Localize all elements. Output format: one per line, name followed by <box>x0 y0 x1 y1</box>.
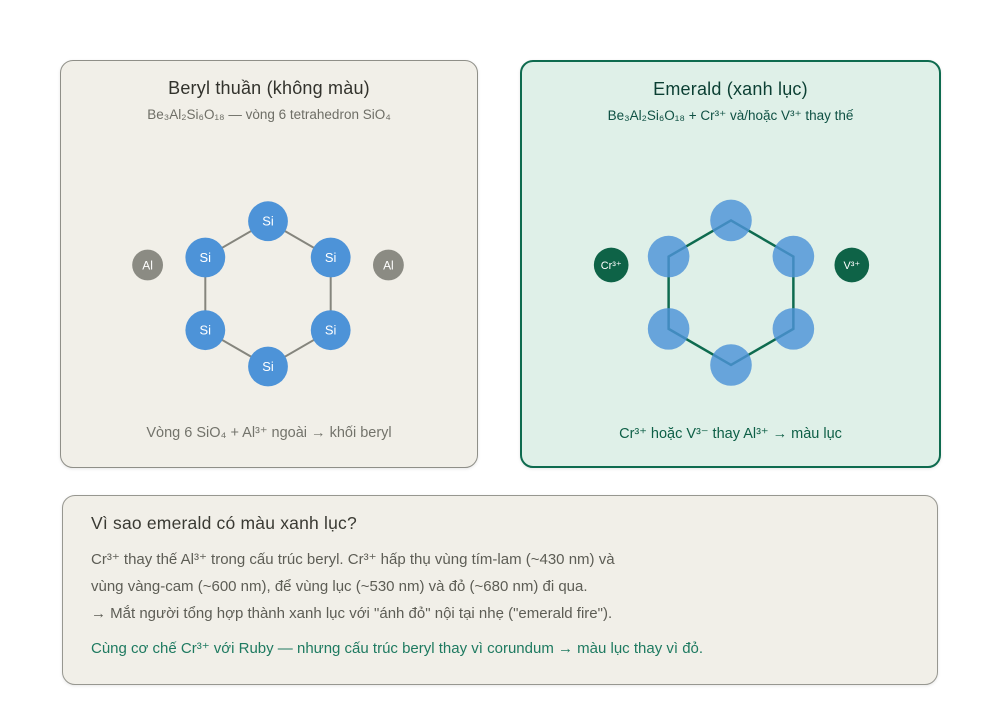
explainer-highlight: Cùng cơ chế Cr³⁺ với Ruby — nhưng cấu tr… <box>91 640 704 657</box>
si-ring-bonds <box>204 220 332 368</box>
si-atom: Si <box>185 310 226 351</box>
panel-emerald-subtitle: Be₃Al₂Si₆O₁₈ + Cr³⁺ và/hoặc V³⁺ thay thế <box>607 108 854 123</box>
explainer-body: Cr³⁺ thay thế Al³⁺ trong cấu trúc beryl.… <box>63 546 937 627</box>
si-atom: Si <box>248 346 288 387</box>
explainer-line: vùng vàng-cam (~600 nm), để vùng lục (~5… <box>91 578 588 595</box>
panel-beryl-caption: Vòng 6 SiO₄ + Al³⁺ ngoài → khối beryl <box>146 425 392 441</box>
si-atom <box>772 235 815 278</box>
panel-emerald: Emerald (xanh lục) Be₃Al₂Si₆O₁₈ + Cr³⁺ v… <box>520 60 941 468</box>
cr-atom-label: Cr³⁺ <box>601 260 622 272</box>
si-atom <box>647 235 690 278</box>
v-atom: V³⁺ <box>834 247 870 283</box>
panel-explainer: Vì sao emerald có màu xanh lục? Cr³⁺ tha… <box>62 495 938 685</box>
si-atom-label: Si <box>200 250 212 265</box>
si-ring-bonds <box>667 219 795 367</box>
si-atom <box>710 199 752 242</box>
panel-beryl-title: Beryl thuần (không màu) <box>168 78 370 98</box>
explainer-line: → Mắt người tổng hợp thành xanh lục với … <box>91 605 613 622</box>
al-atom-label: Al <box>383 258 394 272</box>
cr-atom: Cr³⁺ <box>593 247 629 283</box>
si-atom: Si <box>185 237 226 278</box>
si-atom: Si <box>248 201 288 242</box>
al-atom-label: Al <box>142 258 153 272</box>
panel-beryl: Beryl thuần (không màu) Be₃Al₂Si₆O₁₈ — v… <box>60 60 478 468</box>
si-atom: Si <box>310 237 351 278</box>
panel-beryl-subtitle: Be₃Al₂Si₆O₁₈ — vòng 6 tetrahedron SiO₄ <box>147 107 391 122</box>
al-atom: Al <box>372 249 404 281</box>
explainer-line: Cr³⁺ thay thế Al³⁺ trong cấu trúc beryl.… <box>91 551 615 568</box>
si-atom <box>772 308 815 350</box>
al-atom: Al <box>132 249 164 281</box>
si-atom-label: Si <box>262 359 274 374</box>
panel-emerald-caption: Cr³⁺ hoặc V³⁻ thay Al³⁺ → màu lục <box>619 426 842 442</box>
si-atom <box>710 344 752 386</box>
panel-emerald-title: Emerald (xanh lục) <box>653 79 808 99</box>
panel-explainer-title: Vì sao emerald có màu xanh lục? <box>91 513 357 533</box>
si-atom-label: Si <box>325 323 337 338</box>
si-atom-label: Si <box>200 323 212 338</box>
si-atom <box>647 308 690 350</box>
v-atom-label: V³⁺ <box>843 260 860 272</box>
si-atom-label: Si <box>325 250 337 265</box>
si-atom-label: Si <box>262 214 274 229</box>
si-atom: Si <box>310 310 351 351</box>
